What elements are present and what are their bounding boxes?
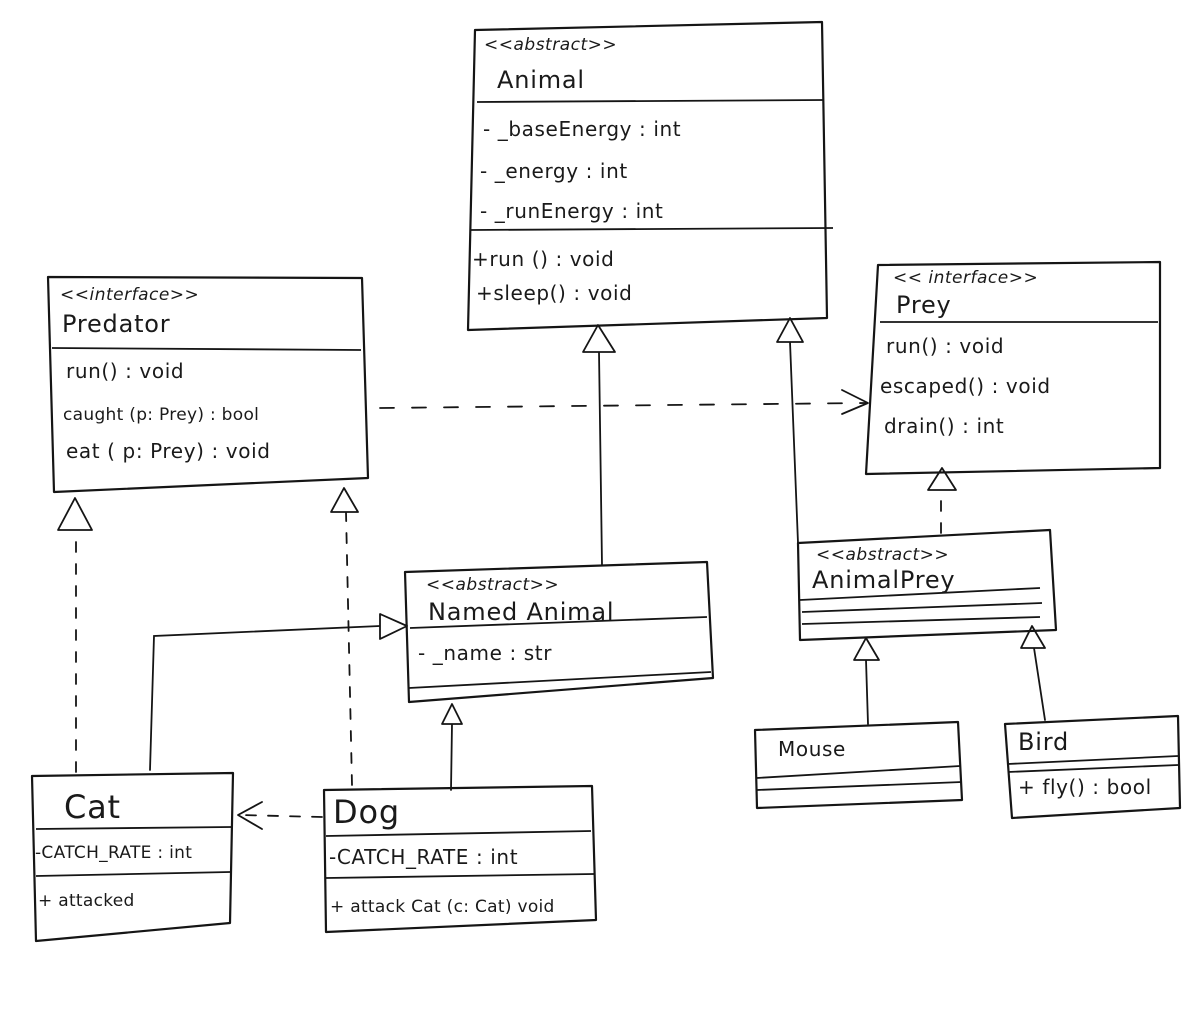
prey-name: Prey (896, 291, 952, 319)
edge-animalprey-prey (927, 467, 957, 534)
edge-namedanimal-animal (582, 324, 616, 566)
bird-name: Bird (1018, 728, 1069, 756)
predator-method-3: eat ( p: Prey) : void (66, 439, 271, 463)
animal-name: Animal (497, 66, 585, 94)
namedanimal-name: Named Animal (428, 598, 614, 626)
class-bird: Bird + fly() : bool (1003, 714, 1182, 820)
predator-stereotype: <<interface>> (60, 285, 199, 305)
animalprey-stereotype: <<abstract>> (816, 545, 949, 565)
animalprey-name: AnimalPrey (812, 566, 955, 594)
edge-dog-namedanimal (441, 703, 463, 791)
class-animal-prey: <<abstract>> AnimalPrey (796, 528, 1058, 642)
prey-stereotype: << interface>> (893, 268, 1038, 288)
prey-method-3: drain() : int (884, 414, 1004, 438)
class-predator: <<interface>> Predator run() : void caug… (46, 275, 370, 494)
class-named-animal: <<abstract>> Named Animal - _name : str (403, 560, 715, 704)
cat-attr-1: -CATCH_RATE : int (35, 843, 192, 863)
edge-cat-namedanimal (149, 613, 408, 771)
predator-name: Predator (62, 310, 170, 338)
edge-mouse-animalprey (853, 637, 880, 725)
class-prey: << interface>> Prey run() : void escaped… (864, 260, 1162, 476)
class-mouse: Mouse (753, 720, 964, 810)
bird-method-1: + fly() : bool (1018, 775, 1152, 799)
dog-method-1: + attack Cat (c: Cat) void (330, 897, 555, 917)
namedanimal-attr-1: - _name : str (418, 641, 552, 665)
cat-method-1: + attacked (38, 891, 135, 911)
namedanimal-stereotype: <<abstract>> (426, 575, 559, 595)
dog-attr-1: -CATCH_RATE : int (329, 845, 518, 869)
animal-method-2: +sleep() : void (476, 281, 632, 305)
animal-attr-1: - _baseEnergy : int (483, 117, 681, 141)
edge-bird-animalprey (1020, 625, 1046, 721)
class-animal: <<abstract>> Animal - _baseEnergy : int … (466, 20, 834, 332)
mouse-name: Mouse (778, 737, 846, 761)
animal-attr-3: - _runEnergy : int (480, 199, 664, 223)
predator-method-1: run() : void (66, 359, 184, 383)
class-cat: Cat -CATCH_RATE : int + attacked (30, 771, 235, 943)
edge-predator-prey-dependency (379, 389, 869, 415)
class-dog: Dog -CATCH_RATE : int + attack Cat (c: C… (322, 784, 598, 934)
animal-stereotype: <<abstract>> (484, 35, 617, 55)
edge-dog-predator (330, 487, 359, 786)
predator-method-2: caught (p: Prey) : bool (63, 405, 259, 425)
edge-dog-cat-dependency (237, 801, 323, 830)
prey-method-2: escaped() : void (880, 374, 1051, 398)
cat-name: Cat (64, 788, 121, 826)
animal-method-1: +run () : void (472, 247, 614, 271)
edge-cat-predator (57, 497, 93, 773)
prey-method-1: run() : void (886, 334, 1004, 358)
dog-name: Dog (333, 793, 400, 831)
animal-attr-2: - _energy : int (480, 159, 628, 183)
edge-animalprey-animal (776, 317, 804, 544)
